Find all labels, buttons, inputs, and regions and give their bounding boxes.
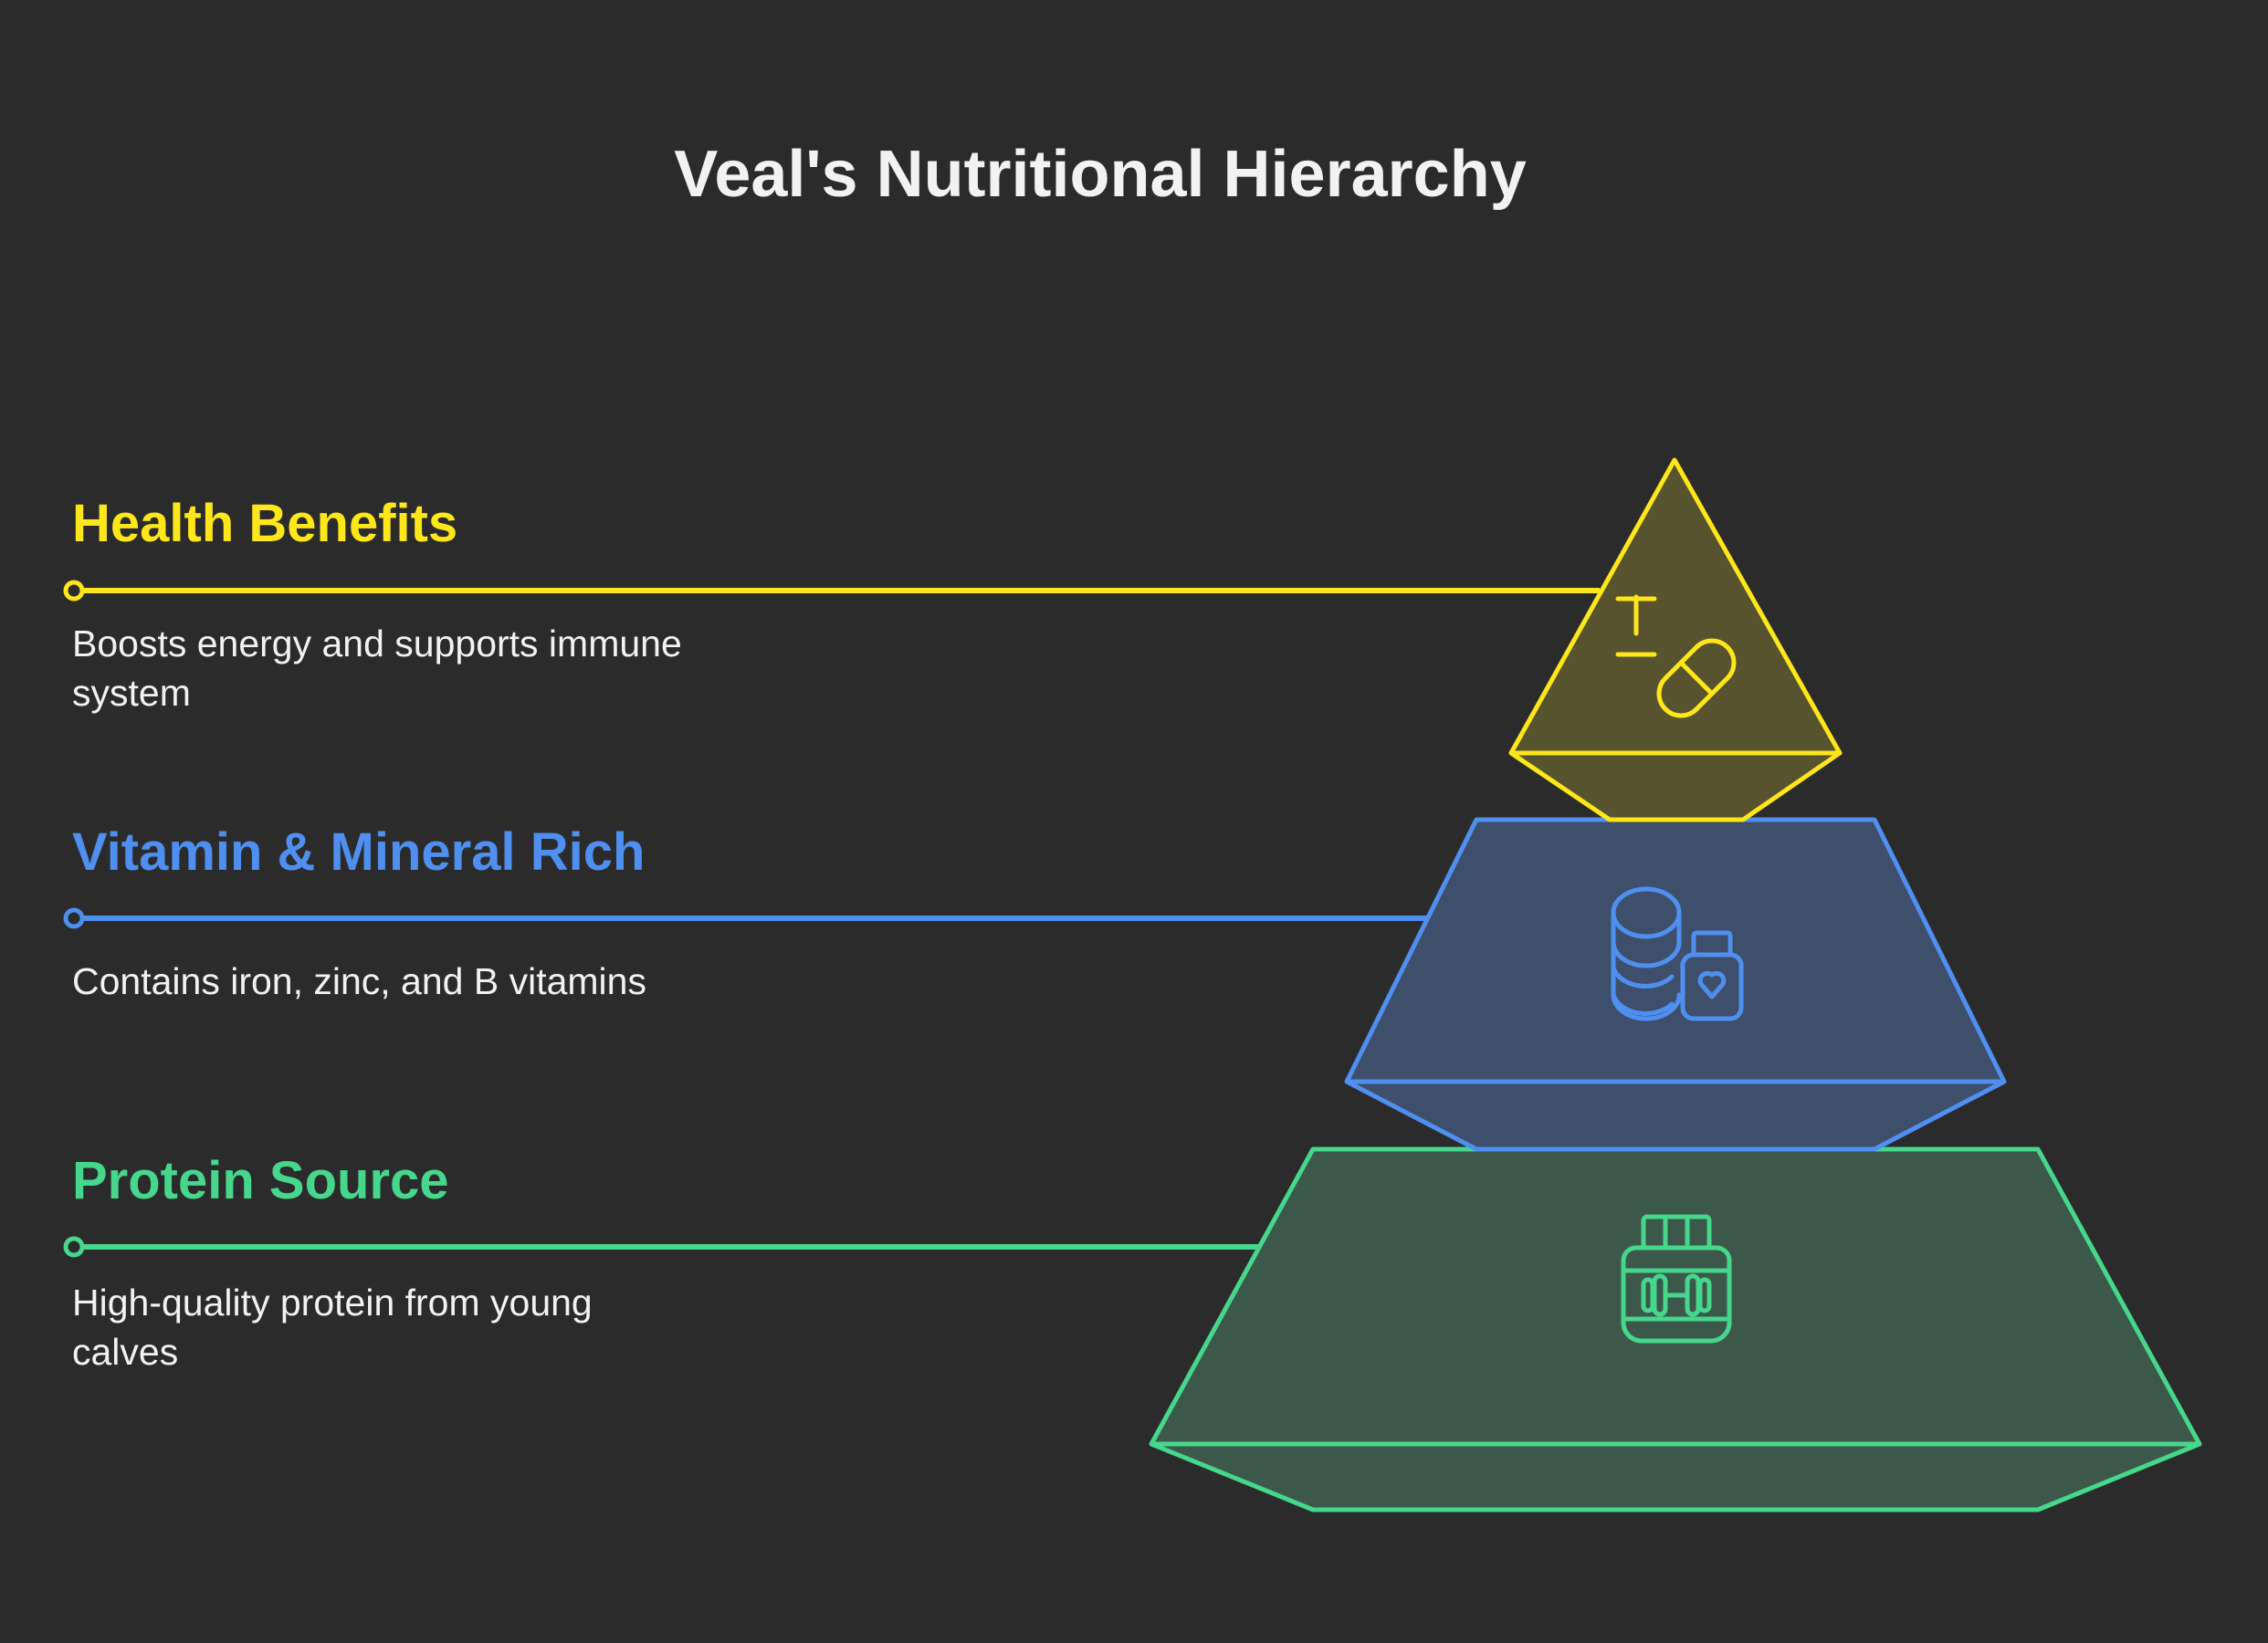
level-description-protein-source: High-quality protein from young calves: [72, 1278, 803, 1376]
level-description-health-benefits: Boosts energy and supports immune system: [72, 619, 803, 717]
pyramid-tier-vitamin-mineral: [1344, 817, 2007, 1152]
diagram-title: Veal's Nutritional Hierarchy: [674, 138, 1527, 211]
protein-jar-dumbbell-icon: [1621, 1214, 1732, 1344]
description-line: Contains iron, zinc, and B vitamins: [72, 960, 646, 1002]
description-line: system: [72, 672, 191, 714]
pill-plus-minus-icon: [1615, 594, 1737, 718]
description-line: calves: [72, 1331, 179, 1373]
level-heading-health-benefits: Health Benefits: [72, 494, 458, 553]
pyramid-tier-health-benefits: [1508, 457, 1843, 822]
level-heading-vitamin-mineral: Vitamin & Mineral Rich: [72, 822, 646, 882]
level-heading-protein-source: Protein Source: [72, 1151, 449, 1210]
connector-vitamin-mineral: [63, 907, 1429, 929]
pyramid-tier-protein-source: [1149, 1146, 2202, 1512]
connector-protein-source: [63, 1236, 1261, 1258]
level-description-vitamin-mineral: Contains iron, zinc, and B vitamins: [72, 957, 803, 1006]
coins-and-supplement-bottle-icon: [1611, 886, 1744, 1021]
description-line: High-quality protein from young: [72, 1282, 593, 1324]
connector-health-benefits: [63, 580, 1600, 602]
description-line: Boosts energy and supports immune: [72, 623, 682, 665]
